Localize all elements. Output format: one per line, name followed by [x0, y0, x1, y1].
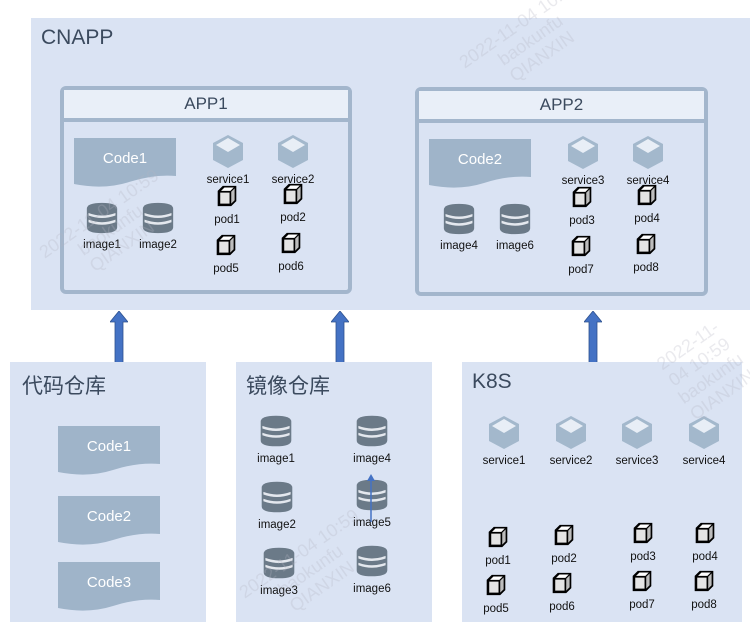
- app1-pod1[interactable]: pod1: [210, 183, 244, 227]
- service-cube-icon: [210, 133, 246, 169]
- k8s-service4[interactable]: service4: [676, 414, 732, 468]
- service-cube-icon: [619, 414, 655, 450]
- app2-title: APP2: [419, 91, 704, 123]
- app1-image2[interactable]: image2: [138, 202, 178, 252]
- app1-code[interactable]: Code1: [74, 138, 176, 188]
- code-repo-code3[interactable]: Code3: [58, 562, 160, 612]
- k8s-pod6[interactable]: pod6: [545, 570, 579, 614]
- k8s-pod3[interactable]: pod3: [626, 520, 660, 564]
- pod-box-icon: [282, 181, 304, 207]
- app1-pod2[interactable]: pod2: [276, 181, 310, 225]
- k8s-title: K8S: [472, 370, 512, 393]
- app1-image1[interactable]: image1: [82, 202, 122, 252]
- image-repo-image4[interactable]: image4: [350, 414, 394, 466]
- service-cube-icon: [275, 133, 311, 169]
- k8s-service3[interactable]: service3: [609, 414, 665, 468]
- app1-title: APP1: [64, 90, 348, 122]
- arrow-up-code-to-cnapp-icon: [110, 311, 128, 367]
- cnapp-panel: CNAPP APP1 Code1 image1 image2 service1 …: [31, 18, 750, 310]
- pod-box-icon: [216, 183, 238, 209]
- image-repo-panel: 镜像仓库 image1 image4 image2 image5 image3 …: [236, 362, 432, 622]
- app1-box[interactable]: APP1 Code1 image1 image2 service1 servic…: [60, 86, 352, 294]
- pod-box-icon: [693, 568, 715, 594]
- image-database-icon: [498, 203, 532, 235]
- app2-pod4[interactable]: pod4: [630, 182, 664, 226]
- pod-box-icon: [280, 230, 302, 256]
- image-repo-image1[interactable]: image1: [254, 414, 298, 466]
- image-repo-image6[interactable]: image6: [350, 544, 394, 596]
- code-repo-panel: 代码仓库 Code1 Code2 Code3: [10, 362, 206, 622]
- image-database-icon: [85, 202, 119, 234]
- pod-box-icon: [553, 522, 575, 548]
- pod-box-icon: [635, 231, 657, 257]
- k8s-service2[interactable]: service2: [543, 414, 599, 468]
- app2-code[interactable]: Code2: [429, 139, 531, 189]
- image-database-icon: [260, 480, 294, 514]
- app2-pod8[interactable]: pod8: [629, 231, 663, 275]
- image-database-icon: [259, 414, 293, 448]
- k8s-pod8[interactable]: pod8: [687, 568, 721, 612]
- k8s-pod2[interactable]: pod2: [547, 522, 581, 566]
- app1-service1[interactable]: service1: [206, 133, 250, 187]
- image-database-icon: [442, 203, 476, 235]
- image-database-icon: [355, 414, 389, 448]
- image-repo-image5[interactable]: image5: [350, 478, 394, 530]
- image-repo-image2[interactable]: image2: [255, 480, 299, 532]
- k8s-pod4[interactable]: pod4: [688, 520, 722, 564]
- arrow-up-image-to-cnapp-icon: [331, 311, 349, 367]
- app2-pod3[interactable]: pod3: [565, 184, 599, 228]
- code-repo-code1[interactable]: Code1: [58, 426, 160, 476]
- pod-box-icon: [487, 524, 509, 550]
- k8s-panel: K8S service1 service2 service3 service4 …: [462, 362, 742, 622]
- app2-image6[interactable]: image6: [495, 203, 535, 253]
- k8s-service1[interactable]: service1: [476, 414, 532, 468]
- service-cube-icon: [553, 414, 589, 450]
- cnapp-title: CNAPP: [41, 26, 114, 49]
- image-database-icon: [141, 202, 175, 234]
- app2-service3[interactable]: service3: [561, 134, 605, 188]
- image-repo-title: 镜像仓库: [246, 375, 330, 398]
- app1-pod6[interactable]: pod6: [274, 230, 308, 274]
- pod-box-icon: [485, 572, 507, 598]
- code-repo-code2[interactable]: Code2: [58, 496, 160, 546]
- service-cube-icon: [486, 414, 522, 450]
- app1-pod5[interactable]: pod5: [209, 232, 243, 276]
- pod-box-icon: [551, 570, 573, 596]
- app1-service2[interactable]: service2: [271, 133, 315, 187]
- app2-pod7[interactable]: pod7: [564, 233, 598, 277]
- arrow-up-k8s-to-cnapp-icon: [584, 311, 602, 367]
- image-database-icon: [355, 544, 389, 578]
- thin-arrow-up-icon: [367, 474, 375, 522]
- pod-box-icon: [694, 520, 716, 546]
- image-repo-image3[interactable]: image3: [257, 546, 301, 598]
- k8s-pod5[interactable]: pod5: [479, 572, 513, 616]
- code-repo-title: 代码仓库: [22, 375, 106, 398]
- app2-service4[interactable]: service4: [626, 134, 670, 188]
- pod-box-icon: [632, 520, 654, 546]
- pod-box-icon: [571, 184, 593, 210]
- pod-box-icon: [215, 232, 237, 258]
- k8s-pod1[interactable]: pod1: [481, 524, 515, 568]
- app2-box[interactable]: APP2 Code2 image4 image6 service3 servic…: [415, 87, 708, 296]
- app2-image4[interactable]: image4: [439, 203, 479, 253]
- pod-box-icon: [570, 233, 592, 259]
- k8s-pod7[interactable]: pod7: [625, 568, 659, 612]
- pod-box-icon: [636, 182, 658, 208]
- service-cube-icon: [686, 414, 722, 450]
- image-database-icon: [262, 546, 296, 580]
- service-cube-icon: [630, 134, 666, 170]
- pod-box-icon: [631, 568, 653, 594]
- service-cube-icon: [565, 134, 601, 170]
